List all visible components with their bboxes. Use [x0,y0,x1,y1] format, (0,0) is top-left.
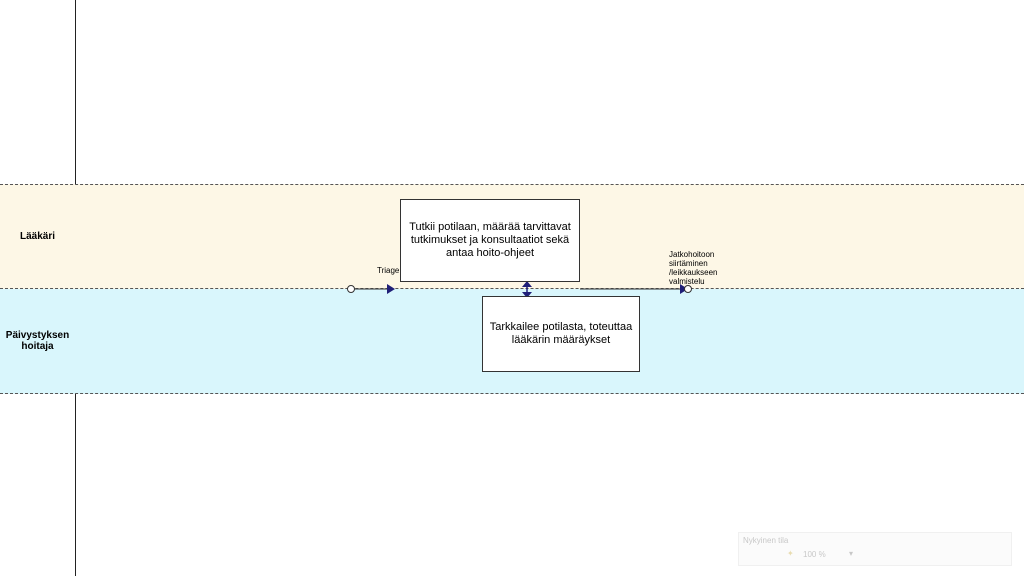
chevron-down-icon[interactable]: ▾ [849,549,854,558]
zoom-level[interactable]: 100 % [803,550,826,559]
doctor-task-box[interactable]: Tutkii potilaan, määrää tarvittavat tutk… [400,199,580,282]
zoom-title: Nykyinen tila [743,536,789,545]
triage-label: Triage [377,266,400,275]
arrowhead-triage [387,284,395,294]
lane-label-hoitaja: Päivystyksen hoitaja [5,330,70,352]
arrow-down-icon [522,292,532,298]
arrow-up-icon [522,281,532,287]
start-node [347,285,355,293]
end-node [684,285,692,293]
zoom-icon: ✦ [787,549,794,558]
jatkohoito-label: Jatkohoitoon siirtäminen /leikkaukseen v… [669,250,718,286]
lane-label-laakari: Lääkäri [19,231,56,242]
zoom-panel: Nykyinen tila ✦ 100 % ▾ [738,532,1012,566]
nurse-task-box[interactable]: Tarkkailee potilasta, toteuttaa lääkärin… [482,296,640,372]
